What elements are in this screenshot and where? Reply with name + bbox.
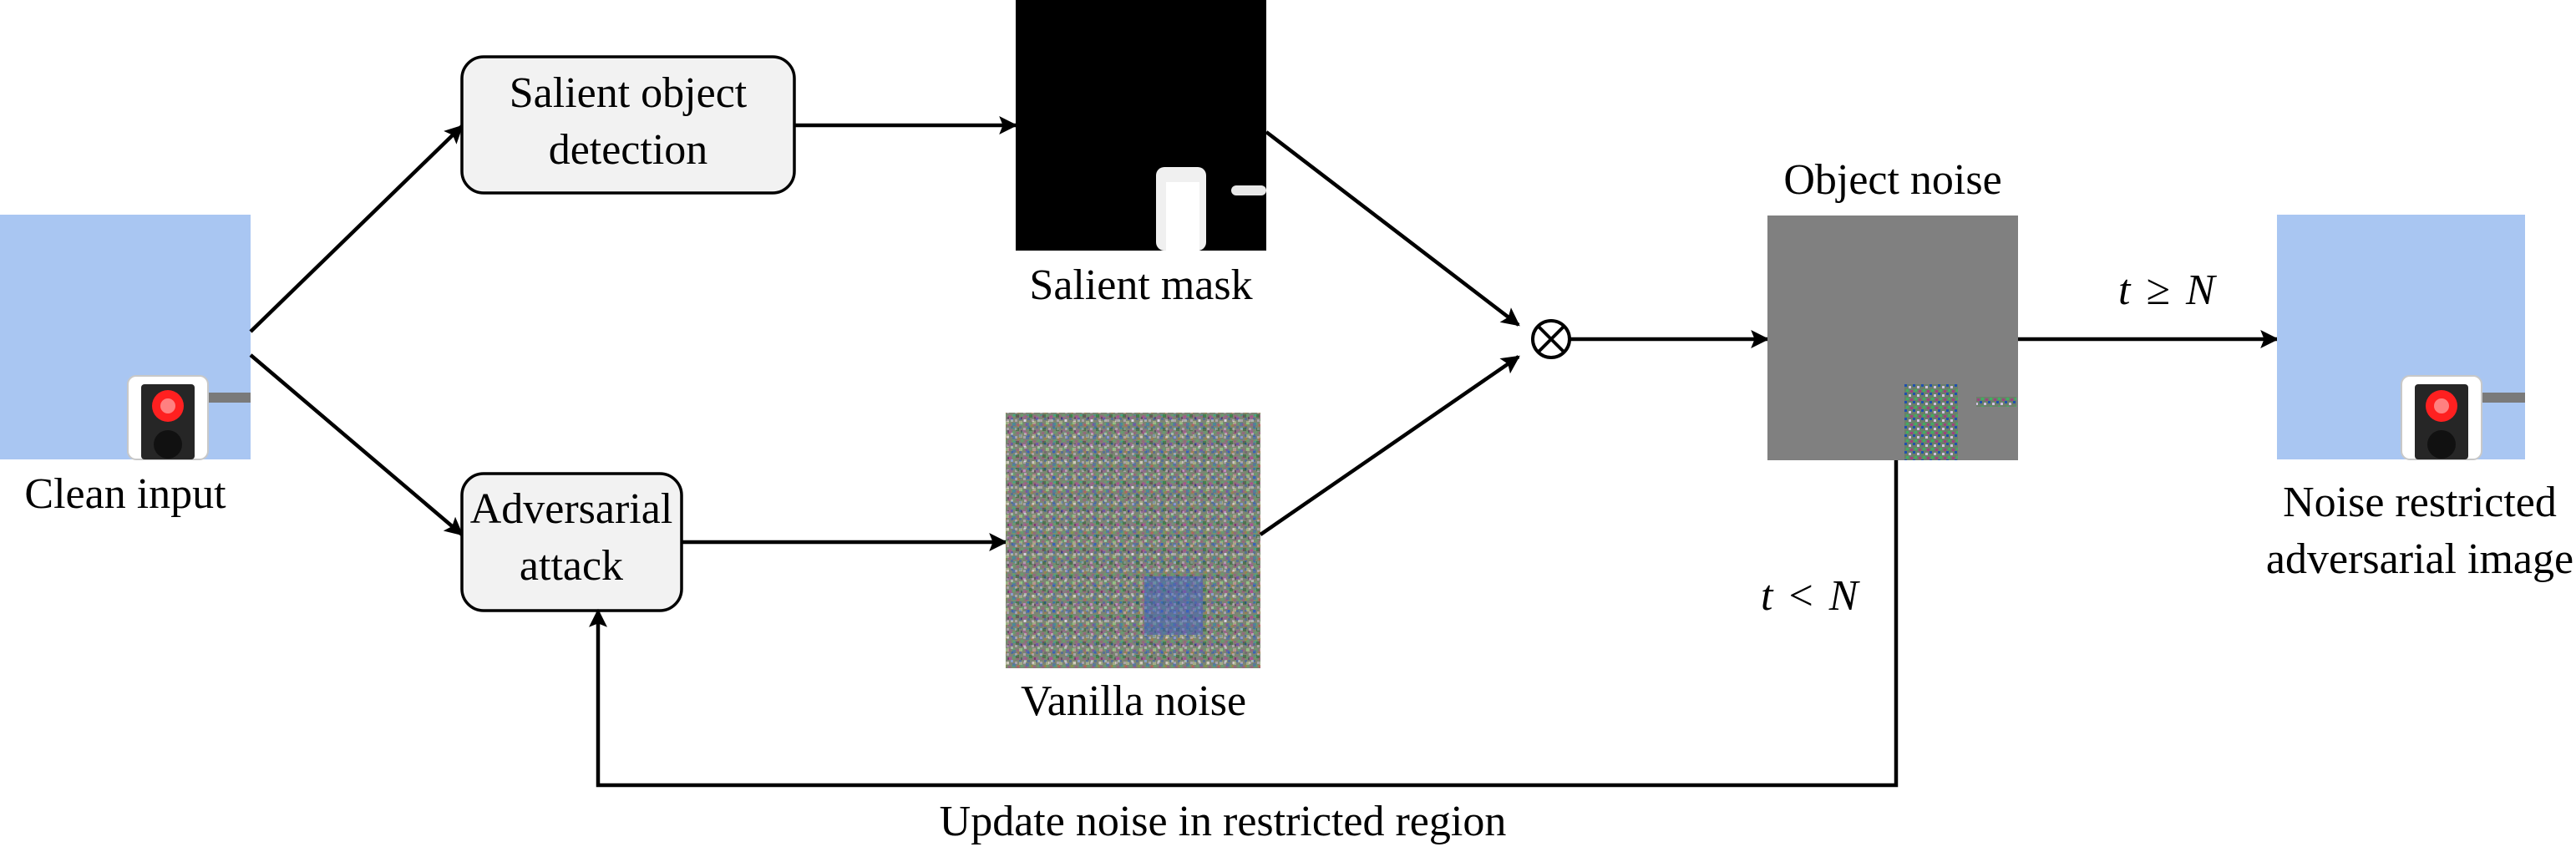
edge-mask-to-operator [1265, 130, 1520, 327]
adversarial-attack-label-1: Adversarial [470, 485, 673, 533]
stop-condition-label: t ≥ N [2118, 266, 2218, 314]
salient-mask-image [1016, 0, 1266, 251]
edge-input-to-detection [249, 124, 464, 333]
adversarial-attack-label-2: attack [520, 542, 623, 590]
vanilla-noise-label: Vanilla noise [1021, 677, 1246, 725]
continue-condition-label: t < N [1761, 572, 1861, 620]
object-noise-image [1767, 216, 2018, 460]
edge-noise-to-operator [1259, 355, 1520, 536]
clean-input-label: Clean input [24, 470, 226, 518]
salient-detection-label-2: detection [549, 126, 708, 174]
output-image [2277, 215, 2525, 460]
edge-input-to-attack [249, 353, 464, 536]
output-label-2: adversarial image [2266, 535, 2573, 583]
edge-feedback-loop [589, 460, 1899, 788]
traffic-light-icon [127, 375, 209, 460]
salient-detection-label-1: Salient object [510, 69, 748, 117]
vanilla-noise-image [1006, 413, 1260, 668]
output-label-1: Noise restricted [2283, 479, 2557, 526]
object-noise-label: Object noise [1783, 156, 2001, 204]
multiply-operator-icon [1531, 319, 1571, 359]
traffic-light-icon [2401, 375, 2482, 460]
salient-mask-label: Salient mask [1029, 261, 1252, 309]
clean-input-image [0, 215, 251, 460]
update-loop-label: Update noise in restricted region [940, 798, 1507, 845]
